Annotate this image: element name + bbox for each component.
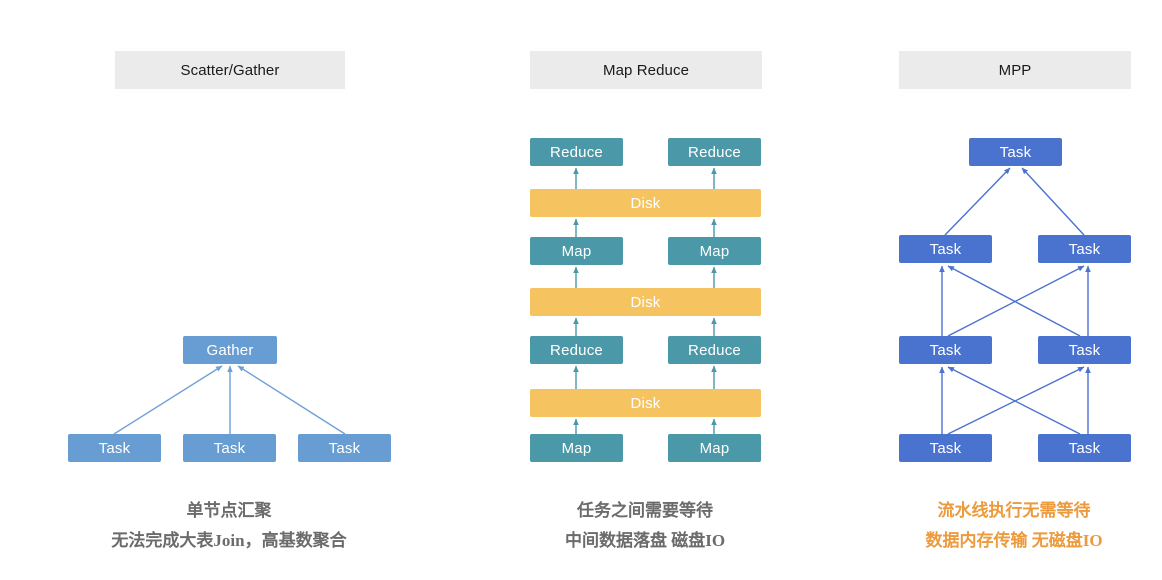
column-header-scatter-gather: Scatter/Gather [115,51,345,89]
caption-line: 数据内存传输 无磁盘IO [925,531,1103,550]
node-mr-disk-mid: Disk [530,288,761,316]
node-mr-reduce-b-l: Reduce [530,336,623,364]
node-mr-disk-top: Disk [530,189,761,217]
node-mr-map-b-r: Map [668,434,761,462]
caption-line: 任务之间需要等待 [577,501,713,520]
node-mr-map-b-l: Map [530,434,623,462]
caption-mpp: 流水线执行无需等待数据内存传输 无磁盘IO [433,496,1162,556]
caption-line: 中间数据落盘 磁盘IO [564,531,726,550]
node-mpp-r2-l: Task [899,235,992,263]
edge-mpp-r2-l-to-mpp-top [944,167,1011,236]
node-sg-gather: Gather [183,336,277,364]
column-header-mpp: MPP [899,51,1131,89]
node-mpp-r2-r: Task [1038,235,1131,263]
column-header-map-reduce: Map Reduce [530,51,762,89]
node-sg-task-3: Task [298,434,391,462]
edge-mpp-r3-l-to-mpp-r2-r [947,265,1085,337]
edge-mpp-r4-r-to-mpp-r3-l [947,366,1081,435]
edge-mpp-r2-r-to-mpp-top [1021,167,1085,236]
node-mpp-r3-r: Task [1038,336,1131,364]
node-mr-reduce-t-r: Reduce [668,138,761,166]
node-mr-reduce-t-l: Reduce [530,138,623,166]
node-mpp-top: Task [969,138,1062,166]
node-mr-reduce-b-r: Reduce [668,336,761,364]
caption-line: 无法完成大表Join，高基数聚合 [111,531,347,550]
edge-sg-task-3-to-sg-gather [237,365,346,435]
node-sg-task-1: Task [68,434,161,462]
node-mr-map-m-r: Map [668,237,761,265]
edge-mpp-r3-r-to-mpp-r2-l [947,265,1081,337]
edge-sg-task-1-to-sg-gather [113,365,223,435]
node-mpp-r3-l: Task [899,336,992,364]
node-sg-task-2: Task [183,434,276,462]
node-mr-map-m-l: Map [530,237,623,265]
edge-mpp-r4-l-to-mpp-r3-r [947,366,1085,435]
node-mpp-r4-l: Task [899,434,992,462]
caption-line: 流水线执行无需等待 [937,501,1091,520]
caption-scatter-gather: 单节点汇聚无法完成大表Join，高基数聚合 [0,496,810,556]
node-mr-disk-bot: Disk [530,389,761,417]
caption-map-reduce: 任务之间需要等待中间数据落盘 磁盘IO [64,496,1162,556]
caption-line: 单节点汇聚 [186,501,272,520]
node-mpp-r4-r: Task [1038,434,1131,462]
